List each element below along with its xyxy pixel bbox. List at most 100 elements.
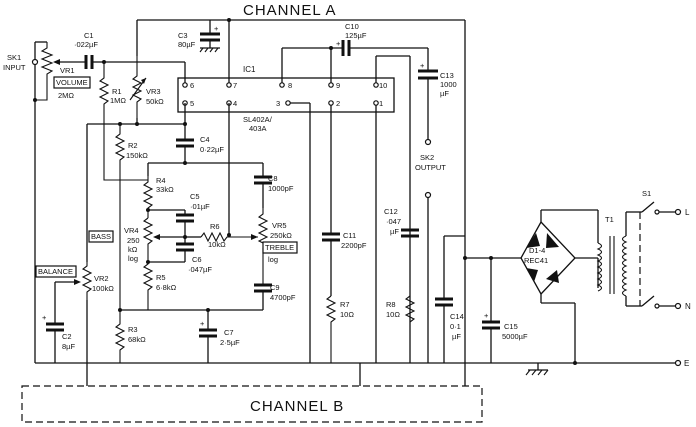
pin3-wire [290, 102, 311, 363]
r7-ref: R7 [340, 300, 350, 309]
balance-label: BALANCE [38, 267, 73, 276]
r5-value: 6·8kΩ [156, 283, 177, 292]
vr2-balance-pot: BALANCE VR2 100kΩ [35, 124, 114, 323]
vr4-bass-pot: VR4 250 kΩ log BASS [88, 217, 187, 263]
ic1-label: IC1 [243, 65, 256, 74]
volume-label: VOLUME [56, 78, 88, 87]
c8-ref: C8 [268, 174, 278, 183]
c14-value: 0·1 [450, 322, 461, 331]
r4-value: 33kΩ [156, 185, 174, 194]
c6-value: ·047µF [188, 265, 212, 274]
c9-value: 4700pF [270, 293, 296, 302]
vr5-ref: VR5 [272, 221, 287, 230]
neutral-label: N [685, 302, 691, 311]
c3-value: 80µF [178, 40, 196, 49]
c1-value: ·022µF [74, 40, 98, 49]
vr5-value: 250kΩ [270, 231, 292, 240]
c3-capacitor: + C3 80µF [178, 20, 220, 53]
c13-ref: C13 [440, 71, 454, 80]
earth-terminal-label: E [684, 359, 689, 368]
input-label: INPUT [3, 63, 26, 72]
c5-value: ·01µF [190, 202, 210, 211]
svg-text:+: + [42, 313, 47, 322]
ic-pin-6: 6 [190, 81, 194, 90]
c15-value: 5000µF [502, 332, 528, 341]
vr3-ref: VR3 [146, 87, 161, 96]
r1-value: 1MΩ [110, 96, 126, 105]
ic1-part-2: 403A [249, 124, 267, 133]
vr1-ref: VR1 [60, 66, 75, 75]
ic-pin-9: 9 [336, 81, 340, 90]
ic-pin-4: 4 [233, 99, 237, 108]
vr2-ref: VR2 [94, 274, 109, 283]
c2-value: 8µF [62, 342, 75, 351]
svg-text:+: + [484, 311, 489, 320]
channel-b-label: CHANNEL B [250, 398, 344, 415]
c14-capacitor: C14 0·1 µF [435, 235, 465, 363]
r8-value: 10Ω [386, 310, 400, 319]
c13-unit: µF [440, 89, 449, 98]
c14-unit: µF [452, 332, 461, 341]
mains-switch: S1 L N [641, 189, 691, 311]
c11-ref: C11 [343, 231, 356, 240]
ic-pin-7: 7 [233, 81, 237, 90]
c15-ref: C15 [504, 322, 518, 331]
c14-ref: C14 [450, 312, 464, 321]
vr3-preset: VR3 50kΩ [87, 56, 187, 126]
c9-capacitor: C9 4700pF [148, 283, 296, 312]
c13-capacitor: + C13 1000 µF [418, 61, 457, 98]
vr1-value: 2MΩ [58, 91, 74, 100]
r4-ref: R4 [156, 176, 166, 185]
switch-label: S1 [642, 189, 651, 198]
svg-text:+: + [336, 39, 341, 48]
r2-r3-chain: R2 150kΩ R3 68kΩ [114, 124, 148, 363]
r3-ref: R3 [128, 325, 138, 334]
bridge-ref: D1-4 [529, 246, 545, 255]
input-section: SK1 INPUT VR1 VOLUME 2MΩ C1 ·022µF [3, 31, 186, 363]
earth-rail: E [35, 359, 689, 376]
c1-ref: C1 [84, 31, 94, 40]
r8-ref: R8 [386, 300, 396, 309]
c5-capacitor: C5 ·01µF [146, 192, 210, 237]
c4-capacitor: C4 0·22µF [176, 124, 224, 163]
c6-capacitor: C6 ·047µF [146, 237, 212, 274]
output-label: OUTPUT [415, 163, 446, 172]
c8-capacitor: C8 1000pF [254, 174, 294, 208]
vr3-value: 50kΩ [146, 97, 164, 106]
c7-ref: C7 [224, 328, 234, 337]
r2-ref: R2 [128, 141, 138, 150]
vr5-treble-pot: VR5 250kΩ TREBLE log [251, 208, 298, 284]
svg-text:+: + [214, 24, 219, 33]
r7-value: 10Ω [340, 310, 354, 319]
power-supply: D1-4 REC41 + C15 5000µF [463, 209, 599, 365]
ic-pin-8: 8 [288, 81, 292, 90]
ic-pin-1: 1 [379, 99, 383, 108]
c2-ref: C2 [62, 332, 72, 341]
ic-pin-2: 2 [336, 99, 340, 108]
c10-capacitor: + C10 125µF [336, 22, 367, 56]
ic-pin-10: 10 [379, 81, 387, 90]
live-label: L [685, 208, 690, 217]
r1-resistor: R1 1MΩ [98, 62, 148, 181]
sk2-output: SK2 OUTPUT [415, 138, 446, 363]
c12-unit: µF [390, 227, 399, 236]
channel-a-title: CHANNEL A [243, 2, 336, 19]
c12-r8-network: C12 ·047 µF R8 10Ω [375, 105, 419, 363]
vr2-value: 100kΩ [92, 284, 114, 293]
r5-resistor: R5 6·8kΩ [142, 260, 177, 310]
r4-resistor: R4 33kΩ [142, 176, 174, 218]
channel-b-block: CHANNEL B [21, 20, 483, 423]
c7-value: 2·5µF [220, 338, 240, 347]
treble-label: TREBLE [265, 243, 294, 252]
transformer-label: T1 [605, 215, 614, 224]
c7-capacitor: + C7 2·5µF [199, 310, 240, 363]
r1-ref: R1 [112, 87, 122, 96]
vr4-unit: kΩ [128, 245, 138, 254]
ic-pin-3: 3 [276, 99, 280, 108]
c13-value: 1000 [440, 80, 457, 89]
bridge-part: REC41 [524, 256, 548, 265]
c11-value: 2200pF [341, 241, 367, 250]
c8-value: 1000pF [268, 184, 294, 193]
ic-pin-5: 5 [190, 99, 194, 108]
